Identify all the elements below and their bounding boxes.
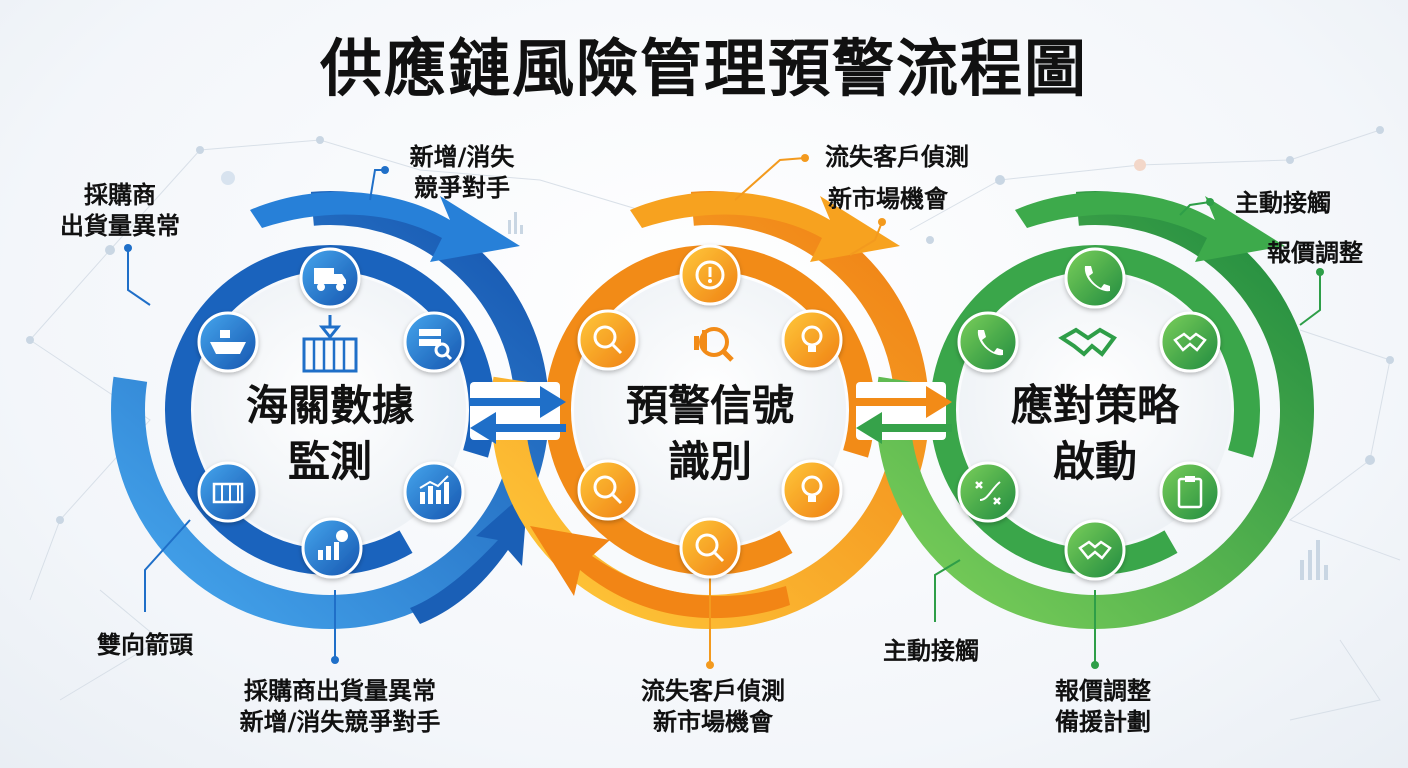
label-top-right-1: 主動接觸 [1235,189,1331,217]
clipboard-icon [1159,461,1221,523]
background-bars [508,212,1328,580]
magnify-chart-icon [577,309,639,371]
blue-arrow-top [250,191,520,262]
lightbulb-icon [781,309,843,371]
connector-blue-orange [470,382,566,444]
orange-arrow-top [630,191,900,262]
phone-icon [957,311,1019,373]
bar-chart-icon [403,461,465,523]
label-bottom-right-2: 報價調整 備援計劃 [1055,677,1151,736]
truck-icon [299,247,361,309]
stage-identification-title: 預警信號 識別 [625,381,794,486]
label-bottom-mid: 流失客戶偵測 新市場機會 [641,677,785,736]
label-top-left: 採購商 出貨量異常 [60,181,180,240]
lightbulb-icon [781,459,843,521]
green-arrow-top [1015,191,1285,262]
background-nodes [26,126,1394,524]
phone-icon [1064,247,1126,309]
blue-arrow-bottom [410,490,528,624]
label-top-mid-left: 新增/消失 競爭對手 [409,143,515,202]
strategy-icon [957,461,1019,523]
label-top-mid-right-2: 新市場機會 [828,185,948,213]
dollar-chart-icon [301,517,363,579]
page-title: 供應鏈風險管理預警流程圖 [319,32,1088,105]
label-top-mid-right-1: 流失客戶偵測 [825,143,969,171]
label-bottom-right-1: 主動接觸 [883,637,979,665]
alert-icon [679,244,741,306]
magnify-chart-icon [679,517,741,579]
magnify-trend-icon [694,327,734,362]
orange-arrow-bottom [530,526,790,619]
server-search-icon [403,311,465,373]
callout-lines [127,157,1321,665]
label-bottom-left: 雙向箭頭 [97,631,193,659]
label-top-right-2: 報價調整 [1267,239,1363,267]
callout-dots [124,154,1324,669]
handshake-icon [1159,311,1221,373]
ship-icon [197,311,259,373]
stage-response-title: 應對策略 啟動 [1010,381,1179,486]
crane-container-icon [302,315,358,373]
handshake-icon [1064,519,1126,581]
handshake-icon [1058,327,1117,357]
stage-monitoring-title: 海關數據 監測 [245,381,414,486]
magnify-chart-icon [577,459,639,521]
label-bottom-mid-left: 採購商出貨量異常 新增/消失競爭對手 [239,677,441,736]
container-icon [197,461,259,523]
connector-orange-green [856,382,952,444]
